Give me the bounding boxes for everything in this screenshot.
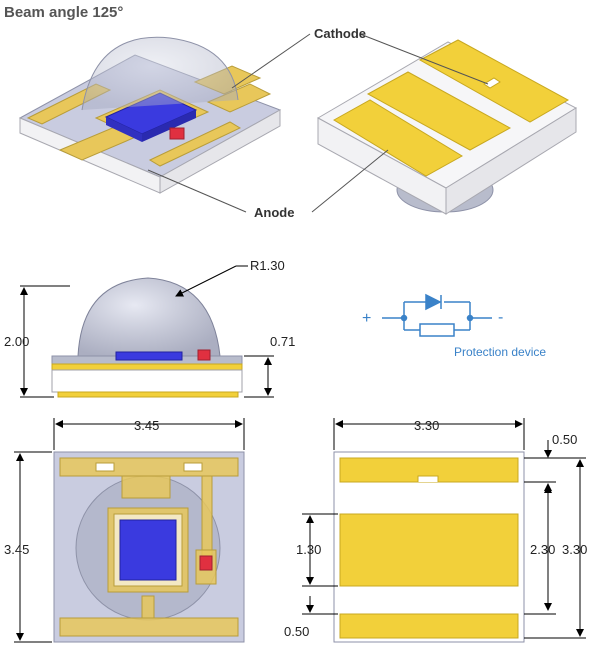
minus-symbol: -: [498, 309, 503, 326]
bottom-height-label: 3.30: [562, 542, 587, 557]
pad-small-top-label: 0.50: [552, 432, 577, 447]
anode-label: Anode: [254, 205, 294, 220]
side-view: R1.30 2.00 0.71: [4, 258, 295, 398]
beam-angle-title: Beam angle 125°: [4, 4, 124, 21]
pin-callouts: Cathode Anode: [147, 26, 489, 220]
pad-small-bottom-label: 0.50: [284, 624, 309, 639]
iso-top-view: [18, 36, 282, 194]
height-total-label: 2.00: [4, 334, 29, 349]
bottom-view-2d: 3.30 0.50 2.30 3.30 1.30 0.50: [284, 418, 587, 643]
bottom-width-label: 3.30: [414, 418, 439, 433]
top-view-2d: 3.45 3.45: [4, 418, 245, 643]
pad-span-label: 2.30: [530, 542, 555, 557]
protection-schematic: [382, 293, 492, 337]
radius-label: R1.30: [250, 258, 285, 273]
height-base-label: 0.71: [270, 334, 295, 349]
top-height-label: 3.45: [4, 542, 29, 557]
protection-device-label: Protection device: [454, 345, 546, 359]
plus-symbol: +: [362, 310, 371, 327]
pad-center-label: 1.30: [296, 542, 321, 557]
cathode-label: Cathode: [314, 26, 366, 41]
top-width-label: 3.45: [134, 418, 159, 433]
iso-bottom-view: [316, 39, 578, 215]
